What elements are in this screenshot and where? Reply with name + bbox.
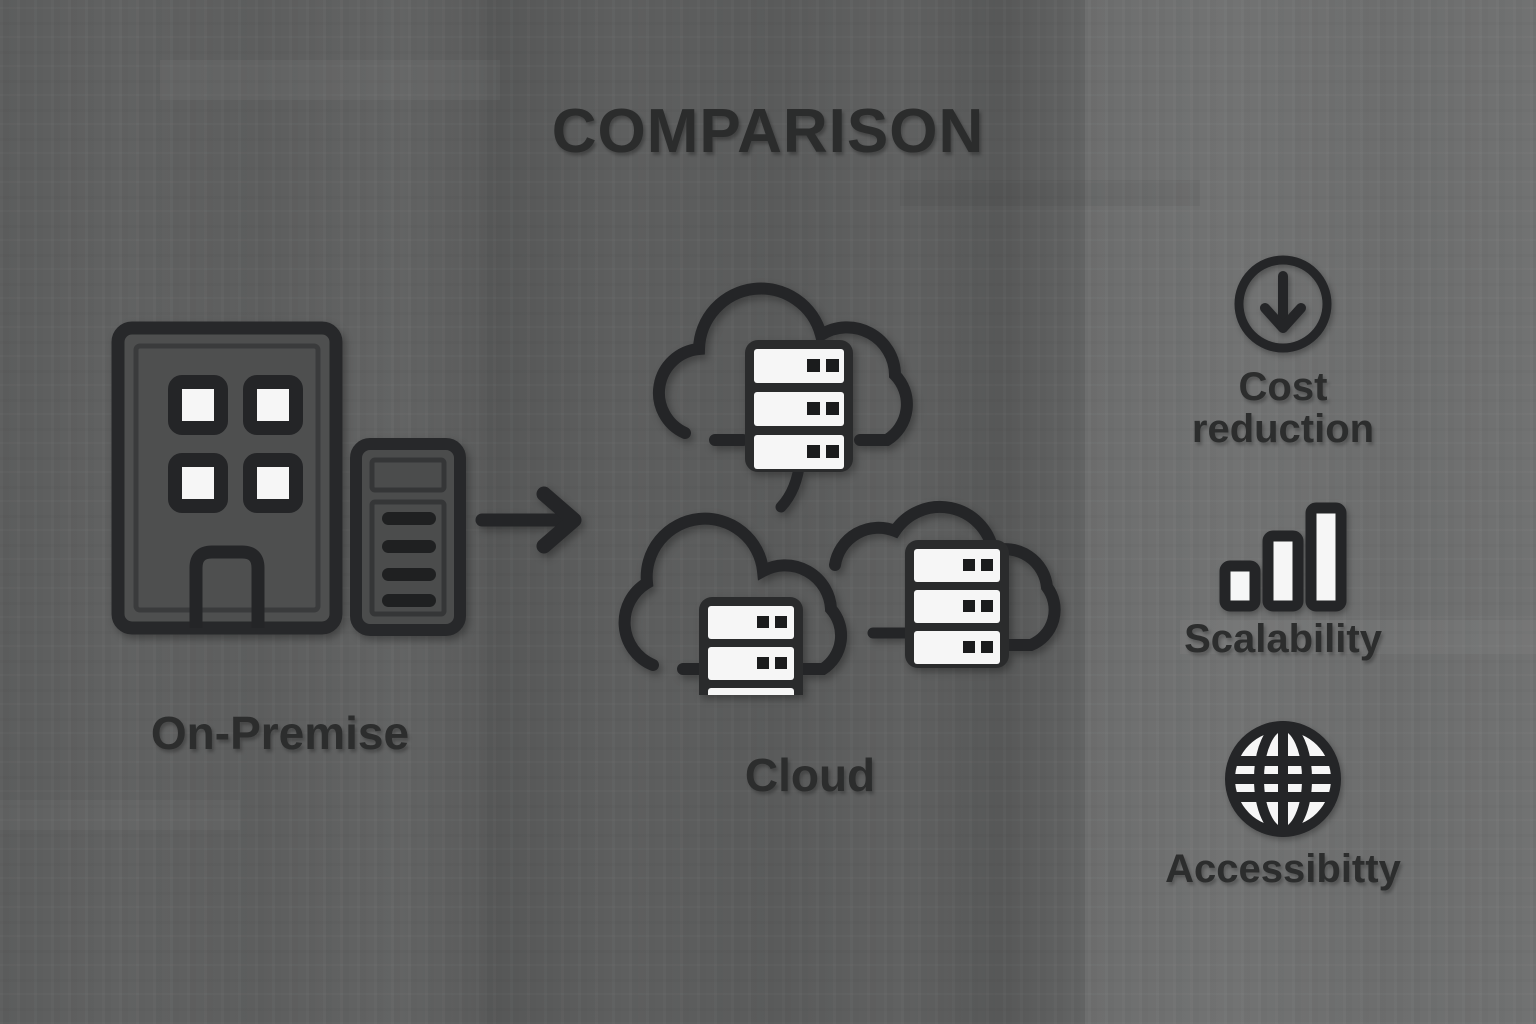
building-window (168, 375, 228, 435)
feature-scalability: Scalability (1118, 500, 1448, 660)
globe-icon (1118, 716, 1448, 842)
on-premise-caption: On-Premise (150, 707, 410, 759)
cloud-server-icon (652, 282, 913, 472)
cloud-outline (829, 500, 1061, 651)
cloud-server-icon (618, 512, 848, 725)
cloud-outline (652, 282, 913, 446)
server-rack (905, 540, 1009, 668)
feature-cost-reduction: Cost reduction (1118, 248, 1448, 451)
page-title: COMPARISON (551, 97, 985, 166)
feature-label: Accessibitty (1118, 847, 1448, 891)
server-rack (745, 340, 853, 472)
server-tower-icon (350, 438, 466, 636)
feature-label-line1: Cost (1238, 365, 1328, 409)
bar-chart-ascending-icon (1118, 500, 1448, 612)
feature-label: Scalability (1118, 617, 1448, 661)
cloud-illustration (595, 235, 1095, 725)
building-door (189, 545, 265, 628)
feature-label-line1: Accessibitty (1165, 847, 1401, 891)
building-window (243, 375, 303, 435)
feature-label-line2: reduction (1191, 407, 1375, 452)
cloud-server-icon (829, 500, 1061, 668)
feature-label-line1: Scalability (1184, 617, 1382, 661)
feature-accessibility: Accessibitty (1118, 716, 1448, 890)
arrow-right-icon (475, 486, 582, 554)
building-window (243, 453, 303, 513)
building-window (168, 453, 228, 513)
on-premise-illustration (110, 320, 490, 655)
transition-arrow (470, 480, 600, 565)
feature-label: Cost reduction (1118, 366, 1448, 451)
office-building-icon (111, 321, 343, 635)
circle-arrow-down-icon (1118, 248, 1448, 360)
cloud-caption: Cloud (744, 749, 876, 801)
server-rack (699, 597, 803, 725)
